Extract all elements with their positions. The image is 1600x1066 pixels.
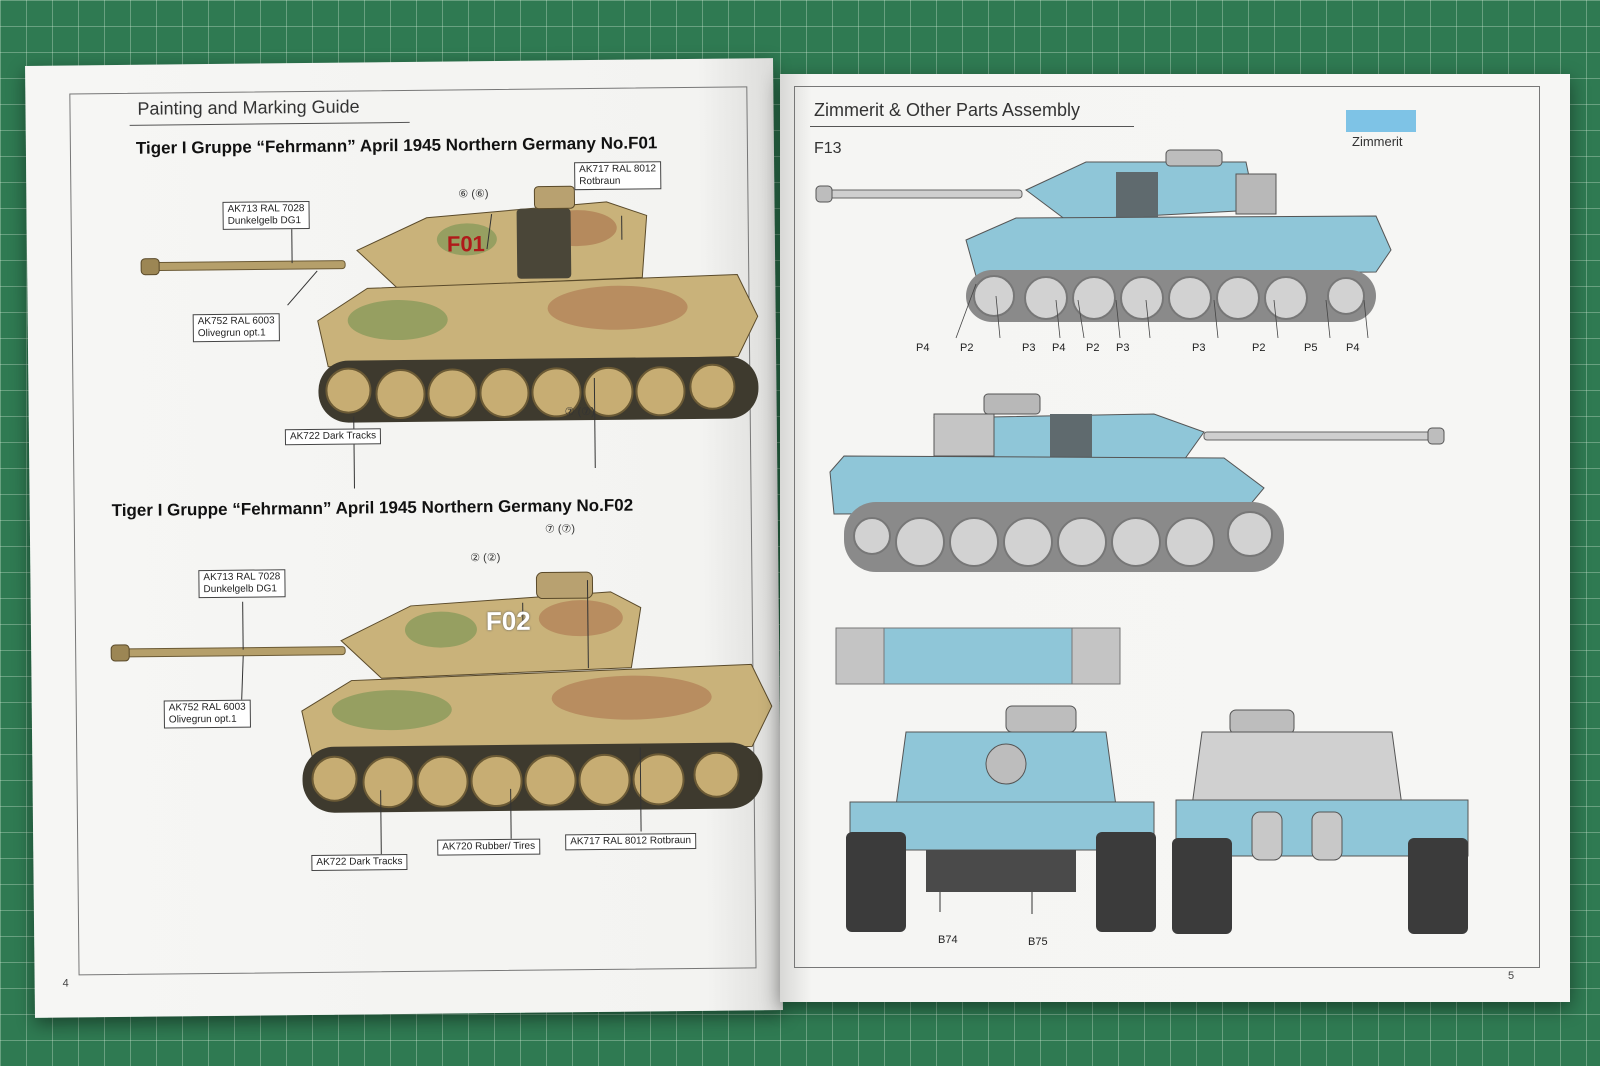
- callout-tires-f02: AK720 Rubber/ Tires: [437, 838, 541, 856]
- part-label: P2: [1086, 342, 1100, 354]
- callout-tracks-f02: AK722 Dark Tracks: [311, 853, 408, 871]
- callout-tracks-f01: AK722 Dark Tracks: [284, 428, 382, 446]
- part-label: P3: [1192, 342, 1206, 354]
- callout-text: AK713 RAL 7028: [203, 571, 281, 584]
- callout-dunkelgelb-f02: AK713 RAL 7028 Dunkelgelb DG1: [198, 569, 286, 599]
- part-label: P4: [1346, 342, 1360, 354]
- callout-olivegrun-f01: AK752 RAL 6003 Olivegrun opt.1: [192, 313, 280, 343]
- callout-dunkelgelb-f01: AK713 RAL 7028 Dunkelgelb DG1: [222, 200, 310, 230]
- part-label: P5: [1304, 342, 1318, 354]
- part-label: P4: [916, 342, 930, 354]
- page-number-left: 4: [62, 977, 69, 990]
- decal-number-f01-bottom: ⑦ (⑦): [564, 405, 595, 419]
- decal-number-f01-top: ⑥ (⑥): [458, 188, 489, 201]
- callout-text: Dunkelgelb DG1: [203, 583, 277, 596]
- part-label: P2: [1252, 342, 1266, 354]
- zimmerit-legend-label: Zimmerit: [1352, 134, 1403, 149]
- callout-text: AK717 RAL 8012: [579, 163, 657, 176]
- step-number: F13: [814, 140, 842, 157]
- part-label: P2: [960, 342, 974, 354]
- right-page-frame: [794, 86, 1540, 968]
- part-label-b74: B74: [938, 934, 958, 946]
- hull-plate-part: [835, 627, 1121, 685]
- rear-view: [1172, 709, 1469, 934]
- callout-text: Rotbraun: [579, 175, 621, 188]
- tank-f01-marking: F01: [446, 231, 485, 257]
- left-page: Painting and Marking Guide 4 Tiger I Gru…: [25, 58, 783, 1018]
- callout-text: AK713 RAL 7028: [227, 203, 305, 215]
- section-title-zimmerit: Zimmerit & Other Parts Assembly: [814, 100, 1081, 120]
- part-label-b75: B75: [1028, 936, 1048, 948]
- callout-text: Olivegrun opt.1: [197, 327, 266, 340]
- callout-rotbraun-f01: AK717 RAL 8012 Rotbraun: [574, 161, 662, 191]
- part-label: P4: [1052, 342, 1066, 354]
- decal-number-f02-right: ⑦ (⑦): [544, 523, 576, 536]
- tank-f01-illustration: [140, 185, 759, 489]
- side-view-left-facing: [815, 149, 1392, 339]
- section-title-painting: Painting and Marking Guide: [137, 96, 360, 119]
- right-page: Zimmerit & Other Parts Assembly Zimmerit…: [780, 74, 1570, 1002]
- page-number-right: 5: [1508, 970, 1515, 982]
- front-view: [846, 705, 1156, 932]
- callout-text: AK752 RAL 6003: [168, 701, 246, 714]
- callout-text: AK752 RAL 6003: [197, 315, 275, 328]
- tank-f02-marking: F02: [485, 605, 531, 637]
- zimmerit-color-swatch: [1346, 110, 1416, 132]
- part-label: P3: [1116, 342, 1130, 354]
- tank-f02-illustration: [110, 571, 773, 855]
- callout-rotbraun-f02: AK717 RAL 8012 Rotbraun: [565, 832, 697, 851]
- callout-text: Olivegrun opt.1: [168, 713, 237, 726]
- callout-olivegrun-f02: AK752 RAL 6003 Olivegrun opt.1: [163, 699, 251, 729]
- part-label: P3: [1022, 342, 1036, 354]
- section-rule: [810, 126, 1134, 127]
- side-view-right-facing: [829, 393, 1445, 572]
- callout-text: Dunkelgelb DG1: [227, 215, 302, 227]
- decal-number-f02-left: ② (②): [470, 551, 501, 565]
